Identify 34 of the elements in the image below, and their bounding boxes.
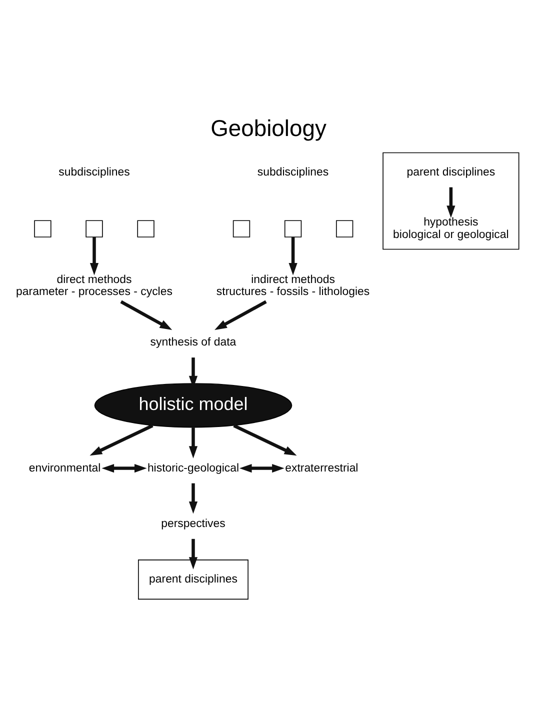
arrow — [188, 482, 198, 514]
node-box — [86, 220, 103, 237]
node-text: extraterrestrial — [285, 462, 358, 474]
node-text: perspectives — [161, 517, 226, 530]
node-text: historic-geological — [147, 462, 240, 474]
node-text: indirect methods structures - fossils - lithologies — [216, 273, 370, 298]
arrow — [188, 427, 198, 458]
arrow — [102, 463, 147, 472]
node-text: subdisciplines — [58, 166, 130, 178]
node-text: direct methods parameter - processes - cycles — [16, 273, 172, 298]
node-text: subdisciplines — [257, 166, 329, 178]
node-box — [137, 220, 154, 237]
arrow — [120, 300, 172, 330]
diagram-title: Geobiology — [210, 114, 326, 140]
node-text: environmental — [28, 462, 101, 474]
arrow — [233, 424, 297, 456]
arrow — [446, 186, 456, 218]
arrow — [239, 463, 284, 472]
node-box — [336, 220, 354, 237]
arrow — [188, 538, 198, 569]
arrow — [90, 424, 154, 456]
node-text: hypothesis biological or geological — [393, 216, 509, 240]
cluster — [382, 152, 520, 250]
node-box — [34, 220, 52, 237]
arrow — [288, 236, 298, 275]
arrow — [90, 236, 99, 275]
node-box — [284, 220, 302, 237]
node-text: parent disciplines — [149, 573, 238, 586]
node-text: parent disciplines — [406, 166, 496, 178]
arrow — [214, 300, 267, 330]
node-text: synthesis of data — [150, 336, 236, 348]
node-ellipse: holistic model — [94, 382, 292, 428]
cluster — [138, 559, 248, 600]
node-box — [232, 220, 250, 237]
